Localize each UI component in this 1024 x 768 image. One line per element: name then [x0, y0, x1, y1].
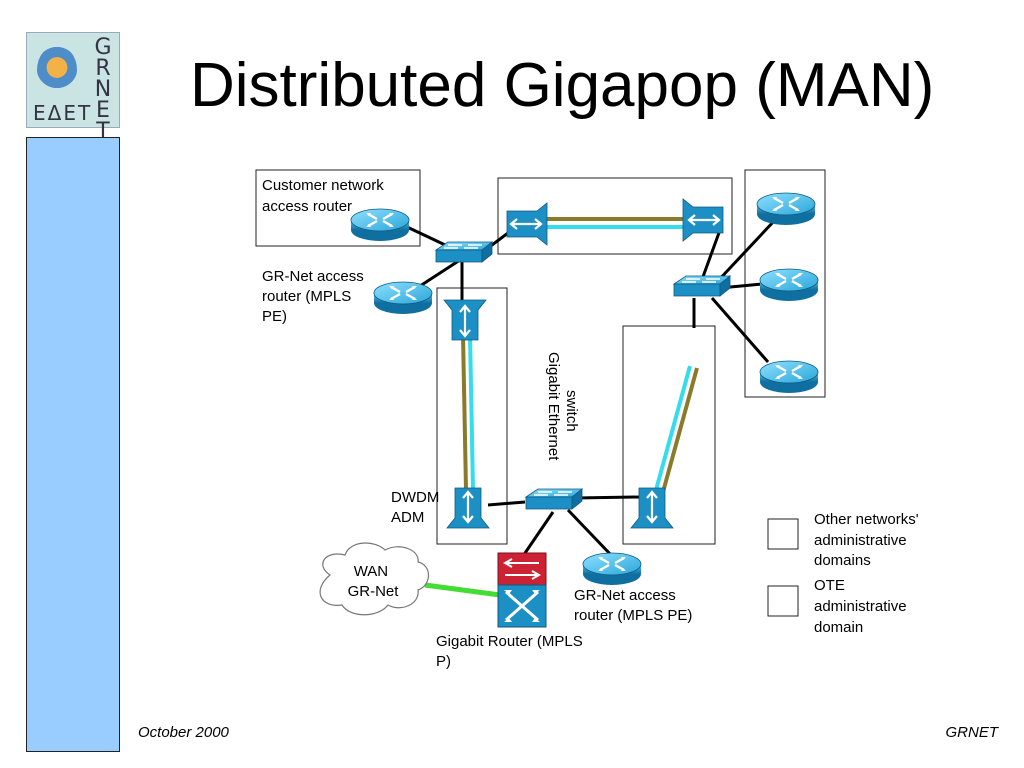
- logo-letter: R: [95, 56, 111, 81]
- gigabit-switch-top-right-icon: [673, 275, 731, 297]
- sidebar-panel: [26, 137, 120, 752]
- footer-org: GRNET: [945, 724, 999, 741]
- gigabit-router-label: Gigabit Router (MPLS P): [436, 633, 587, 670]
- legend-ote-domain-label: OTE administrative domain: [814, 577, 911, 636]
- gigabit-router-icon: [497, 552, 547, 628]
- gigabit-switch-top-left-icon: [435, 241, 493, 263]
- gigabit-switch-label: Gigabit Ethernet switch: [545, 352, 580, 465]
- logo-letter: N: [94, 77, 112, 102]
- grnet-pe-router-top-icon: [372, 280, 434, 316]
- logo-letter: G: [94, 35, 112, 60]
- legend-other-domains-swatch: [767, 518, 799, 550]
- other-router-3-icon: [758, 359, 820, 395]
- dwdm-adm-label: DWDM ADM: [391, 489, 444, 526]
- other-router-2-icon: [758, 267, 820, 303]
- logo-horizontal-text: ΕΔΕΤ: [33, 101, 93, 125]
- grnet-pe-router-bottom-icon: [581, 551, 643, 587]
- wan-cloud-icon: [319, 542, 430, 616]
- other-router-1-icon: [755, 191, 817, 227]
- slide-title: Distributed Gigapop (MAN): [190, 51, 935, 120]
- legend-ote-domain-swatch: [767, 585, 799, 617]
- ote-domain-box-right: [622, 325, 716, 545]
- wan-cloud-label: WAN GR-Net: [348, 563, 400, 600]
- logo-letter: E: [96, 98, 110, 123]
- customer-router-icon: [349, 207, 411, 243]
- legend-other-domains-label: Other networks' administrative domains: [814, 511, 923, 569]
- footer-date: October 2000: [138, 724, 229, 741]
- ethernet-links: [404, 218, 777, 558]
- logo-emblem-icon: [37, 45, 77, 95]
- wan-link: [424, 582, 501, 598]
- grnet-pe-bottom-label: GR-Net access router (MPLS PE): [574, 587, 692, 624]
- dwdm-fibers: [461, 217, 700, 493]
- grnet-pe-top-label: GR-Net access router (MPLS PE): [262, 268, 368, 325]
- gigabit-switch-center-icon: [525, 488, 583, 510]
- customer-router-label: Customer network access router: [262, 177, 388, 215]
